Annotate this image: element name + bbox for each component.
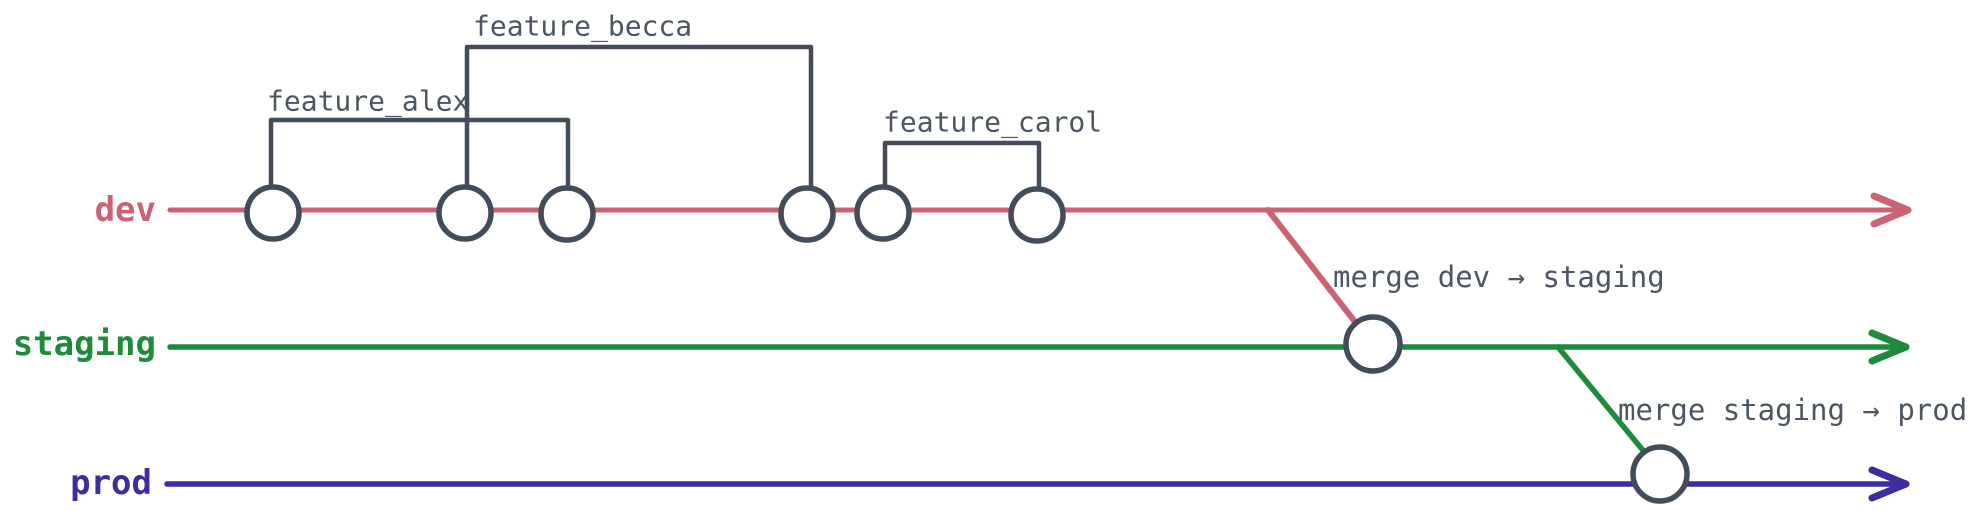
merge-lines: [1265, 207, 1658, 468]
staging-merge-commit-node: [1343, 314, 1403, 374]
merge-staging-to-prod-line: [1555, 344, 1658, 468]
prod-arrowhead-icon: [1868, 466, 1910, 502]
feature-carol-label: feature_carol: [883, 106, 1102, 140]
dev-commit-node-6: [1008, 186, 1066, 244]
staging-branch-label: staging: [13, 324, 156, 364]
dev-commit-node-5: [854, 184, 912, 242]
dev-arrowhead-icon: [1870, 192, 1912, 228]
dev-commit-node-4: [778, 185, 836, 243]
dev-branch-label: dev: [95, 190, 156, 230]
feature-becca-label: feature_becca: [473, 10, 692, 44]
merge-staging-to-prod-label: merge staging → prod: [1618, 393, 1967, 427]
dev-commit-node-2: [436, 184, 494, 242]
commit-nodes: [244, 184, 1690, 504]
feature-carol-bracket: [882, 140, 1042, 195]
prod-merge-commit-node: [1630, 444, 1690, 504]
branch-labels: dev staging prod: [13, 190, 156, 503]
feature-labels: feature_alex feature_becca feature_carol: [267, 10, 1102, 140]
merge-labels: merge dev → staging merge staging → prod: [1333, 260, 1967, 427]
prod-branch-label: prod: [70, 463, 152, 503]
staging-arrowhead-icon: [1868, 329, 1910, 365]
feature-alex-label: feature_alex: [267, 85, 469, 119]
dev-commit-node-1: [244, 184, 302, 242]
merge-dev-to-staging-label: merge dev → staging: [1333, 260, 1665, 294]
feature-brackets: [268, 44, 1042, 195]
feature-alex-bracket: [268, 117, 571, 194]
feature-becca-bracket: [464, 44, 814, 194]
merge-dev-to-staging-line: [1265, 207, 1369, 339]
dev-commit-node-3: [538, 185, 596, 243]
